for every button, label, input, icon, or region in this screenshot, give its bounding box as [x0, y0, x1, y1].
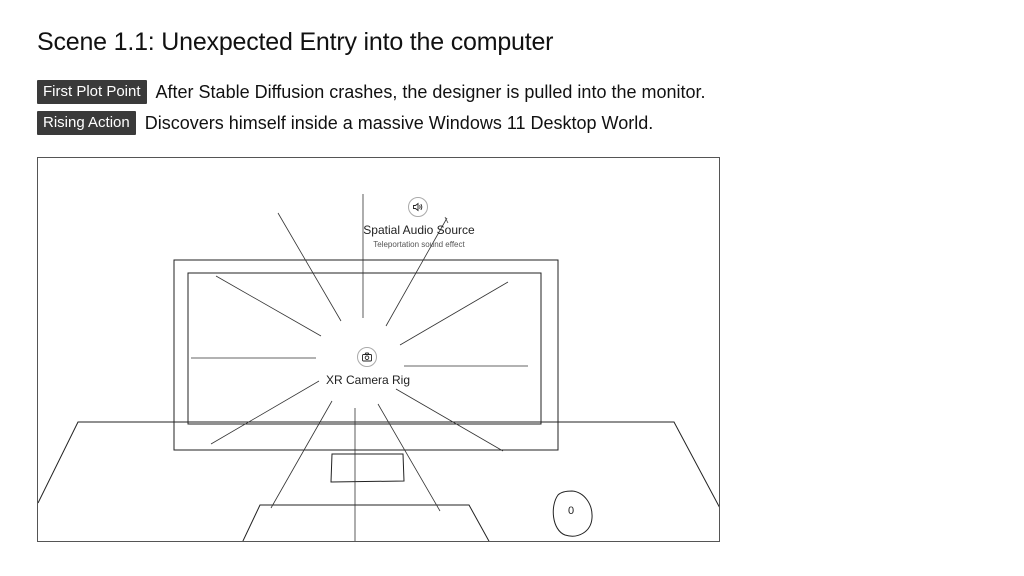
beat-tag: First Plot Point: [37, 80, 147, 104]
beat-tag: Rising Action: [37, 111, 136, 135]
keyboard-outline: [242, 504, 490, 541]
beat-description: After Stable Diffusion crashes, the desi…: [155, 81, 706, 102]
speaker-icon: [408, 197, 428, 217]
spatial-audio-subtitle: Teleportation sound effect: [373, 240, 465, 249]
beat-description: Discovers himself inside a massive Windo…: [144, 112, 654, 133]
camera-icon: [357, 347, 377, 367]
mouse-outline: [552, 490, 593, 537]
scene-title: Scene 1.1: Unexpected Entry into the com…: [37, 28, 554, 56]
teleport-burst-lines: [191, 194, 528, 541]
beat-rising-action: Rising Action Discovers himself inside a…: [37, 111, 653, 135]
spatial-audio-title: Spatial Audio Source: [363, 223, 475, 237]
scene-sketch-frame: 0 Spatial Audio Source Teleportation sou…: [37, 157, 720, 542]
monitor-stand: [330, 453, 405, 483]
monitor-bezel: [173, 259, 559, 451]
desk-outline: [38, 421, 719, 508]
beat-first-plot-point: First Plot Point After Stable Diffusion …: [37, 80, 706, 104]
scene-sketch-drawing: 0: [38, 194, 719, 541]
xr-camera-rig-title: XR Camera Rig: [325, 373, 411, 387]
mouse-label: 0: [568, 505, 574, 517]
monitor-screen: [187, 272, 542, 425]
